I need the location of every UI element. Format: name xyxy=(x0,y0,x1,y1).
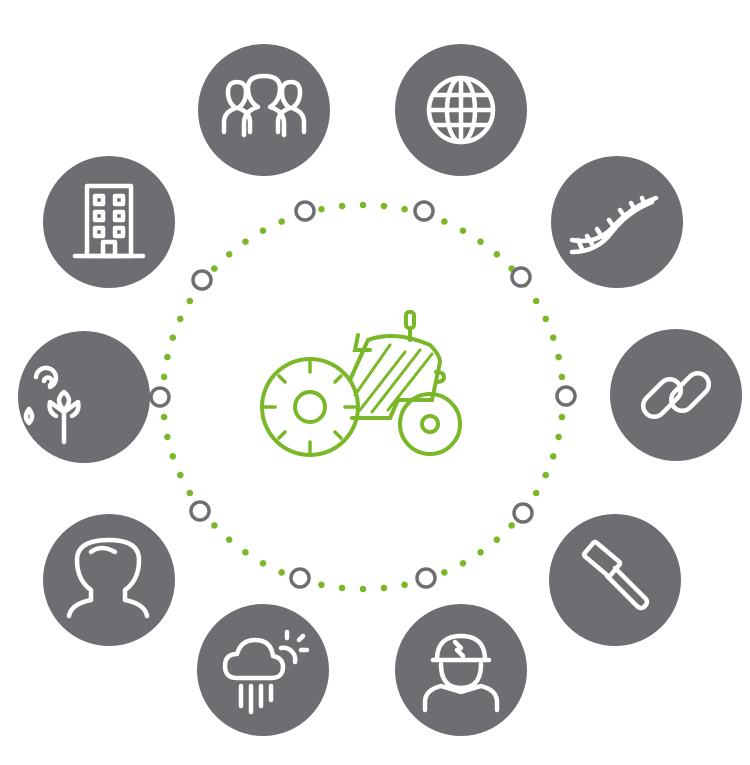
ring-dot xyxy=(278,218,285,225)
ring-dot xyxy=(160,413,168,421)
connector-ring xyxy=(413,200,435,222)
ring-dot xyxy=(558,413,566,421)
node-circle xyxy=(197,604,329,736)
connector-rings xyxy=(149,200,577,589)
connector-ring xyxy=(294,200,316,222)
ring-dot xyxy=(242,549,249,556)
node-circle xyxy=(198,44,330,176)
ring-dot xyxy=(211,522,218,529)
ring-dot xyxy=(401,581,408,589)
connector-ring xyxy=(189,500,211,522)
connector-ring xyxy=(555,385,577,407)
connector-ring xyxy=(512,502,534,524)
ring-dot xyxy=(459,559,467,567)
node-weather xyxy=(197,604,329,736)
ring-dot xyxy=(242,238,249,245)
dna-icon xyxy=(569,195,659,255)
ring-dot xyxy=(549,453,557,460)
connector-ring xyxy=(510,266,532,288)
head-icon xyxy=(66,537,150,619)
node-circle xyxy=(395,604,527,736)
ring-dot xyxy=(549,334,557,341)
ring-dot xyxy=(278,569,285,576)
worker-icon xyxy=(422,633,500,713)
ring-dot xyxy=(338,584,346,592)
connector-ring xyxy=(149,386,171,408)
dotted-ring xyxy=(159,201,567,593)
ring-dot xyxy=(477,549,484,556)
ring-dot xyxy=(186,297,194,305)
people-icon xyxy=(221,73,307,138)
ring-dot xyxy=(176,315,184,323)
ring-dot xyxy=(169,453,177,460)
ring-dot xyxy=(493,251,501,258)
node-people xyxy=(198,44,330,176)
ring-dot xyxy=(164,353,171,361)
ring-dot xyxy=(318,581,325,589)
node-circle xyxy=(610,329,742,461)
ring-dot xyxy=(176,471,184,479)
ring-dot xyxy=(477,238,484,245)
ring-dot xyxy=(555,353,562,361)
ring-dot xyxy=(532,297,540,305)
ring-dot xyxy=(164,433,171,441)
weather-icon xyxy=(222,629,310,715)
node-worker xyxy=(395,604,527,736)
node-circle xyxy=(18,331,150,463)
node-circle xyxy=(43,514,175,646)
ring-dot xyxy=(225,536,233,543)
ring-dot xyxy=(542,471,550,479)
ring-dot xyxy=(380,202,388,210)
connector-ring xyxy=(415,567,437,589)
connector-ring xyxy=(289,567,311,589)
ring-dot xyxy=(493,536,501,543)
node-head xyxy=(43,514,175,646)
ring-dot xyxy=(542,315,550,323)
ring-dot xyxy=(318,205,325,213)
building-icon xyxy=(72,183,146,259)
ring-dot xyxy=(359,201,367,209)
ring-dot xyxy=(459,227,467,235)
ring-dot xyxy=(160,373,168,381)
node-circle xyxy=(43,156,175,288)
ring-dot xyxy=(401,205,408,213)
ring-dot xyxy=(441,569,448,576)
gavel-icon xyxy=(581,539,650,611)
connector-ring xyxy=(191,269,213,291)
tractor-icon xyxy=(260,310,462,457)
chain-link-icon xyxy=(640,370,712,420)
ring-dot xyxy=(186,489,194,497)
node-chain-link xyxy=(610,329,742,461)
ring-dot xyxy=(259,227,267,235)
ring-dot xyxy=(259,559,267,567)
ring-dot xyxy=(338,202,346,210)
node-globe xyxy=(395,44,527,176)
ring-dot xyxy=(225,251,233,258)
node-gavel xyxy=(549,514,681,646)
node-plant xyxy=(18,331,150,463)
node-circle xyxy=(549,514,681,646)
ring-dot xyxy=(508,522,515,529)
globe-icon xyxy=(426,75,496,145)
plant-icon xyxy=(23,365,81,445)
ring-dot xyxy=(359,585,367,593)
ring-dot xyxy=(532,489,540,497)
ring-dot xyxy=(380,584,388,592)
ring-dot xyxy=(211,265,218,272)
ring-dot xyxy=(441,218,448,225)
ring-dot xyxy=(555,433,562,441)
node-building xyxy=(43,156,175,288)
ring-dot xyxy=(169,334,177,341)
node-dna xyxy=(551,156,683,288)
ring-dot xyxy=(558,373,566,381)
